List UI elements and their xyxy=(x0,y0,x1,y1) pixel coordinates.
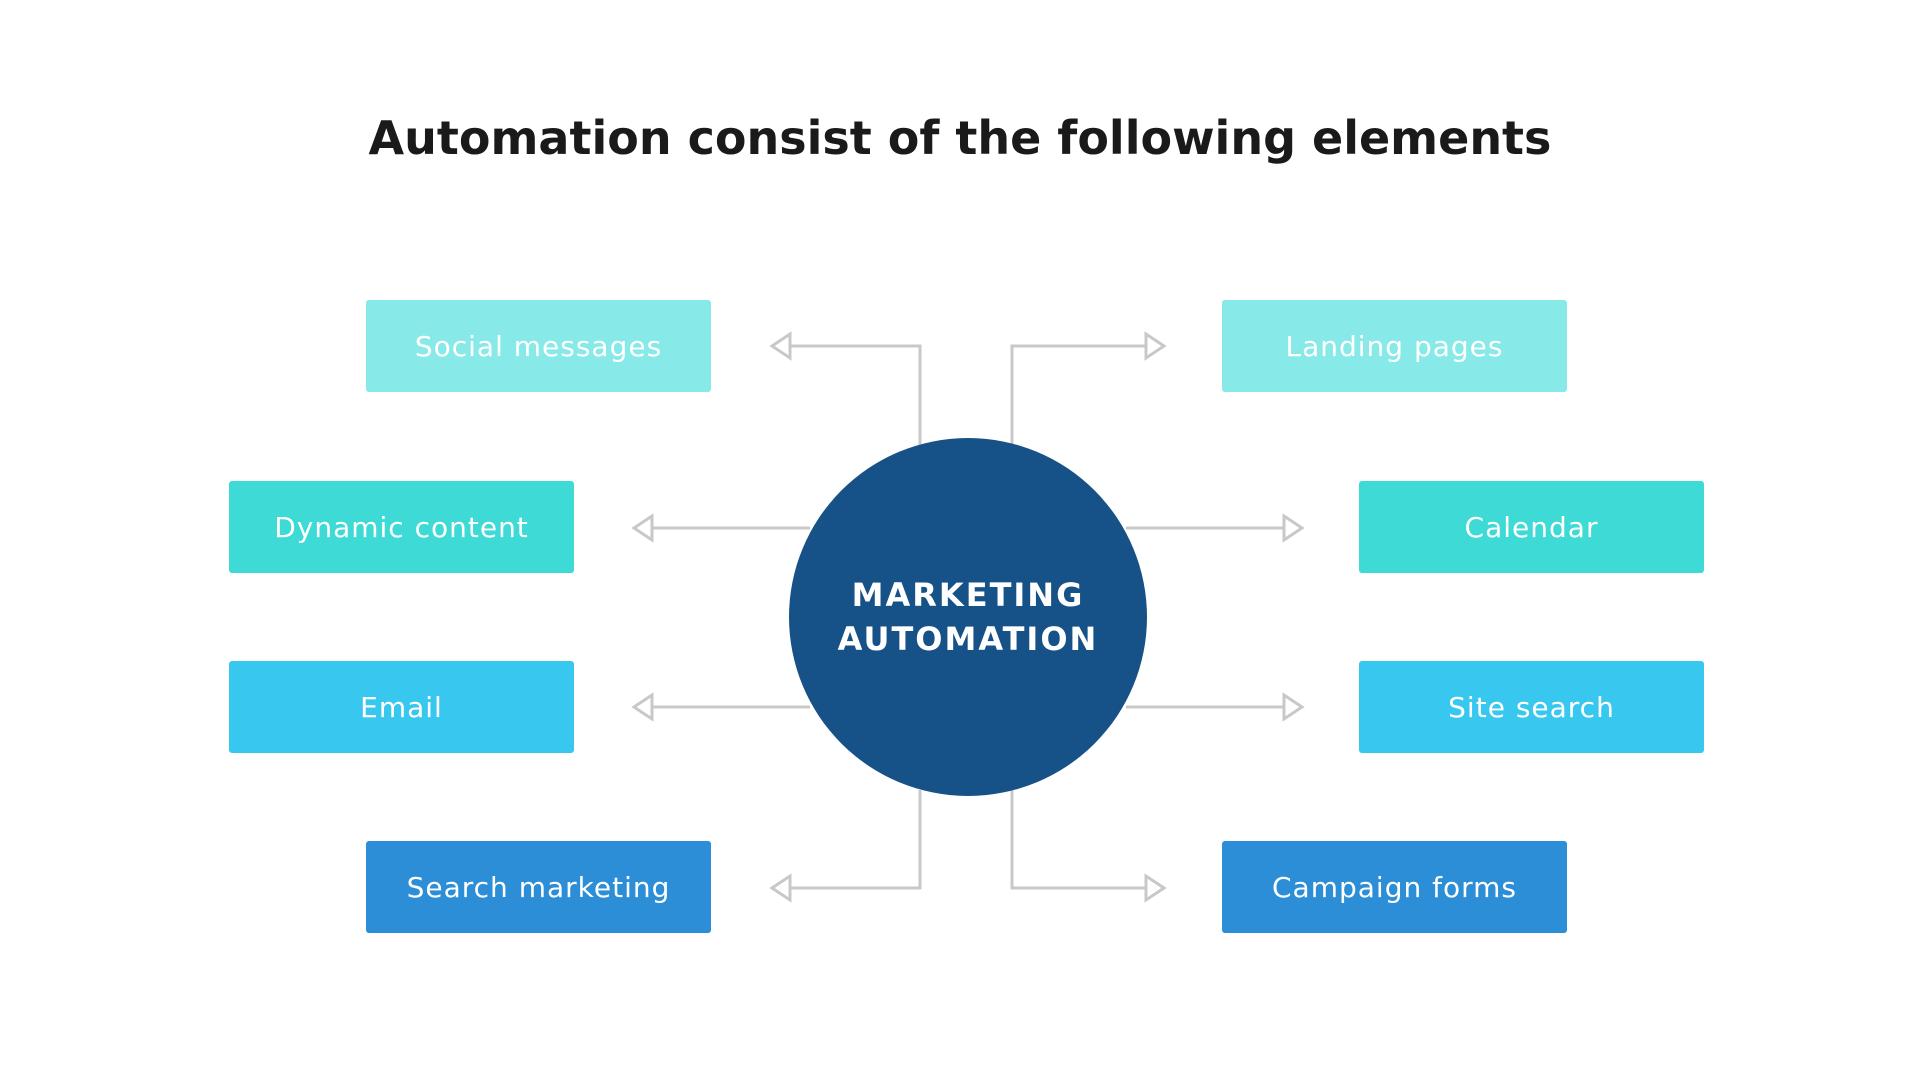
node-label: Campaign forms xyxy=(1272,870,1517,904)
arrowhead-email xyxy=(631,692,654,722)
connector-search-marketing xyxy=(790,790,922,890)
connector-social-messages xyxy=(772,344,922,445)
node-calendar: Calendar xyxy=(1359,481,1704,573)
node-email: Email xyxy=(229,661,574,753)
node-label: Search marketing xyxy=(406,870,671,904)
hub-marketing-automation: MARKETING AUTOMATION xyxy=(789,438,1147,796)
node-campaign-forms: Campaign forms xyxy=(1222,841,1567,933)
node-site-search: Site search xyxy=(1359,661,1704,753)
node-social-messages: Social messages xyxy=(366,300,711,392)
hub-label-line1: MARKETING xyxy=(851,576,1085,614)
node-label: Landing pages xyxy=(1285,329,1504,363)
arrowhead-calendar xyxy=(1282,513,1305,543)
node-label: Site search xyxy=(1448,690,1615,724)
node-label: Social messages xyxy=(414,329,663,363)
node-dynamic-content: Dynamic content xyxy=(229,481,574,573)
node-label: Email xyxy=(360,690,443,724)
node-landing-pages: Landing pages xyxy=(1222,300,1567,392)
diagram-title: Automation consist of the following elem… xyxy=(368,111,1552,165)
arrowhead-search-marketing xyxy=(769,873,792,903)
arrowhead-campaign-forms xyxy=(1144,873,1167,903)
hub-label-line2: AUTOMATION xyxy=(837,620,1099,658)
arrowhead-landing-pages xyxy=(1144,331,1167,361)
connector-landing-pages xyxy=(1010,344,1146,445)
node-label: Calendar xyxy=(1464,510,1599,544)
node-label: Dynamic content xyxy=(274,510,529,544)
node-search-marketing: Search marketing xyxy=(366,841,711,933)
arrowhead-site-search xyxy=(1282,692,1305,722)
arrowhead-social-messages xyxy=(769,331,792,361)
connector-campaign-forms xyxy=(1010,790,1146,890)
arrowhead-dynamic-content xyxy=(631,513,654,543)
